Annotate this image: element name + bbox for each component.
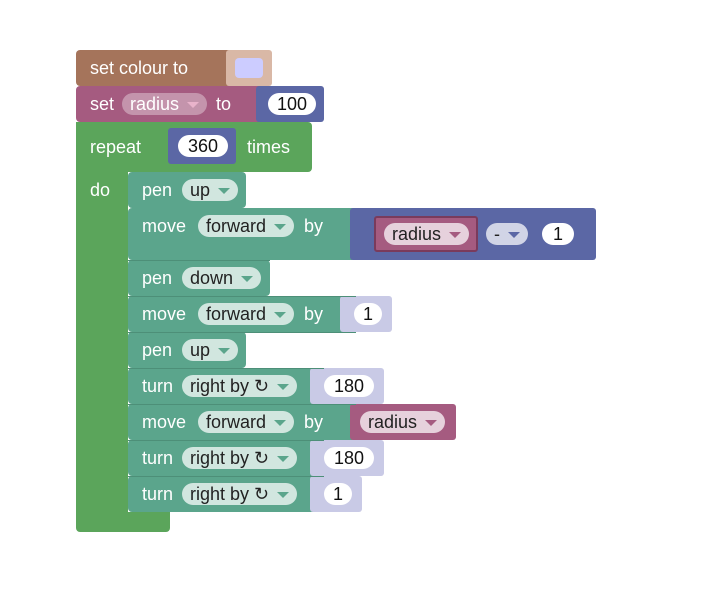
turn-block[interactable]: turn right by ↻ <box>128 440 324 476</box>
to-label: to <box>216 94 232 114</box>
pen-block[interactable]: pen up <box>128 172 246 208</box>
chevron-down-icon <box>274 420 287 426</box>
block-divider <box>128 260 270 261</box>
number-block[interactable]: 180 <box>310 440 384 476</box>
repeat-count-field[interactable]: 360 <box>178 135 228 157</box>
number-block[interactable]: 180 <box>310 368 384 404</box>
chevron-down-icon <box>277 456 290 462</box>
move-block[interactable]: move forward by <box>128 404 356 440</box>
turn-direction-dropdown[interactable]: right by ↻ <box>182 375 298 397</box>
colour-swatch[interactable] <box>235 58 263 78</box>
set-label: set <box>90 94 115 114</box>
turn-direction-dropdown[interactable]: right by ↻ <box>182 447 298 469</box>
number-block[interactable]: 1 <box>310 476 362 512</box>
chevron-down-icon <box>274 224 287 230</box>
number-field[interactable]: 100 <box>268 93 316 115</box>
repeat-arm <box>76 122 128 522</box>
pen-state-dropdown[interactable]: up <box>182 179 239 201</box>
repeat-label: repeat <box>90 137 142 157</box>
block-divider <box>128 296 356 297</box>
number-block[interactable]: 100 <box>256 86 324 122</box>
move-block[interactable]: move forward by <box>128 296 356 332</box>
pen-block[interactable]: pen down <box>128 260 270 296</box>
operator-dropdown[interactable]: - <box>486 223 528 245</box>
number-field[interactable]: 180 <box>324 375 374 397</box>
chevron-down-icon <box>449 232 462 238</box>
arithmetic-block[interactable]: radius - 1 <box>350 208 596 260</box>
chevron-down-icon <box>277 384 290 390</box>
block-divider <box>128 440 324 441</box>
number-block[interactable]: 1 <box>340 296 392 332</box>
do-label: do <box>90 180 111 200</box>
chevron-down-icon <box>241 276 254 282</box>
turn-block[interactable]: turn right by ↻ <box>128 476 324 512</box>
variable-block[interactable]: radius <box>374 216 478 252</box>
chevron-down-icon <box>425 420 438 426</box>
pen-state-dropdown[interactable]: down <box>182 267 262 289</box>
repeat-foot <box>76 512 170 532</box>
variable-dropdown[interactable]: radius <box>360 411 446 433</box>
pen-state-dropdown[interactable]: up <box>182 339 239 361</box>
chevron-down-icon <box>274 312 287 318</box>
direction-dropdown[interactable]: forward <box>198 303 295 325</box>
number-field[interactable]: 180 <box>324 447 374 469</box>
set-colour-block[interactable]: set colour to <box>76 50 232 86</box>
chevron-down-icon <box>218 348 231 354</box>
number-field[interactable]: 1 <box>354 303 382 325</box>
pen-block[interactable]: pen up <box>128 332 246 368</box>
set-variable-block[interactable]: set radius to <box>76 86 264 122</box>
number-field[interactable]: 1 <box>542 223 574 245</box>
colour-socket[interactable] <box>226 50 272 86</box>
chevron-down-icon <box>508 232 520 238</box>
block-divider <box>128 476 324 477</box>
number-field[interactable]: 1 <box>324 483 352 505</box>
chevron-down-icon <box>187 102 200 108</box>
move-block[interactable]: move forward by <box>128 208 356 260</box>
variable-name: radius <box>130 93 180 114</box>
variable-dropdown[interactable]: radius <box>384 223 470 245</box>
direction-dropdown[interactable]: forward <box>198 215 295 237</box>
set-colour-label: set colour to <box>90 58 189 78</box>
direction-dropdown[interactable]: forward <box>198 411 295 433</box>
block-divider <box>128 368 324 369</box>
variable-dropdown[interactable]: radius <box>122 93 208 115</box>
block-divider <box>128 404 356 405</box>
variable-block[interactable]: radius <box>350 404 456 440</box>
block-divider <box>128 332 356 333</box>
turn-direction-dropdown[interactable]: right by ↻ <box>182 483 298 505</box>
turn-block[interactable]: turn right by ↻ <box>128 368 324 404</box>
chevron-down-icon <box>277 492 290 498</box>
times-label: times <box>247 137 291 157</box>
chevron-down-icon <box>218 188 231 194</box>
repeat-count-block[interactable]: 360 <box>168 128 236 164</box>
